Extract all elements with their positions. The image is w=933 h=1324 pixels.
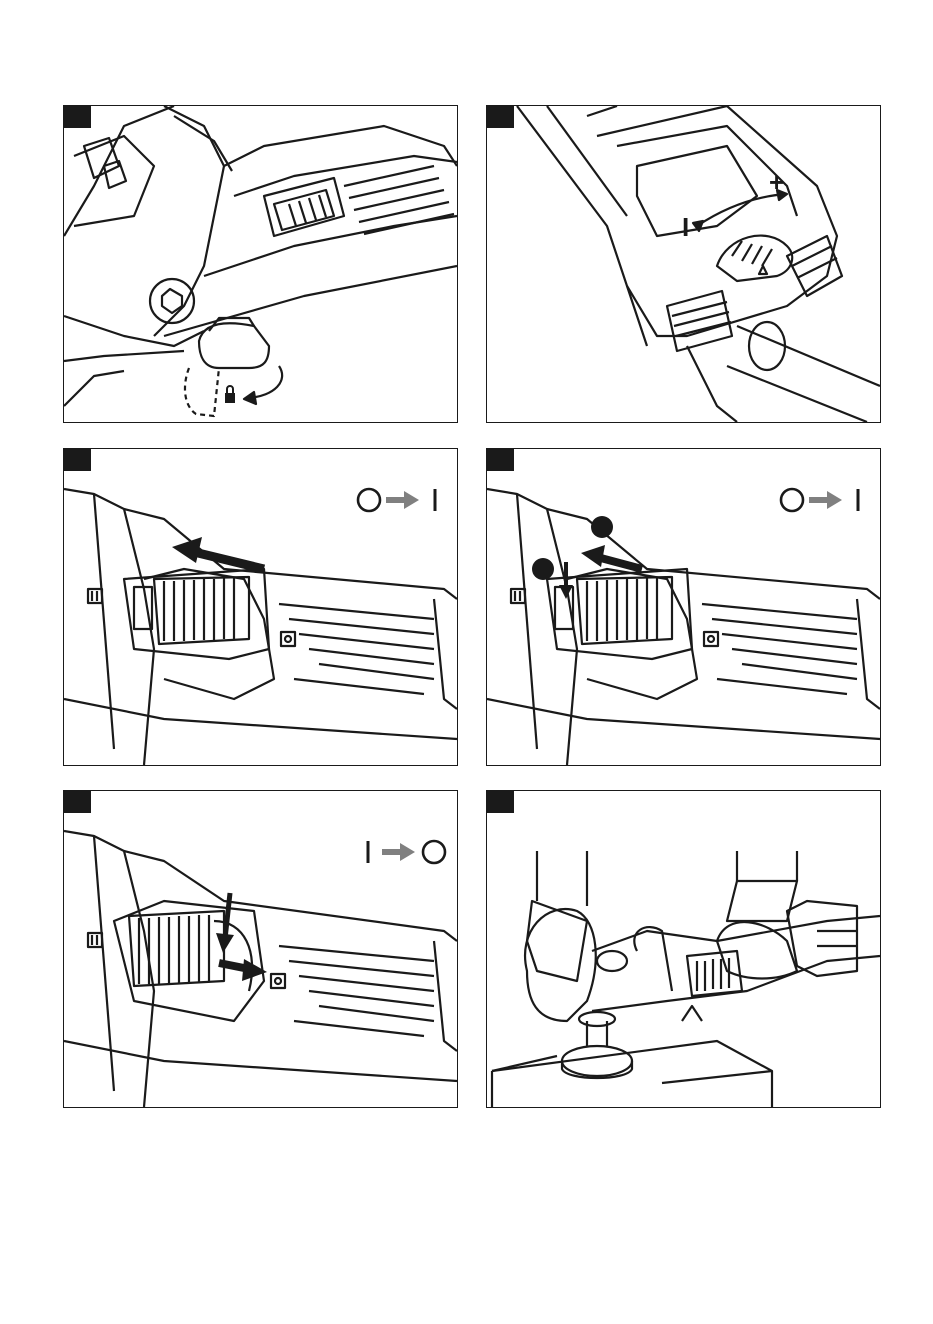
- speed-dial-illustration: I +: [487, 106, 880, 422]
- spindle-lock-illustration: [64, 106, 457, 422]
- panel-number-tab: [487, 449, 514, 471]
- off-symbol-icon: [781, 489, 803, 511]
- panel-switch-on: [63, 448, 458, 766]
- switch-off-illustration: [64, 791, 457, 1107]
- panel-switch-off: [63, 790, 458, 1108]
- panel-number-tab: [64, 449, 91, 471]
- step-marker: [591, 516, 613, 538]
- off-symbol-icon: [423, 841, 445, 863]
- step-marker: [532, 558, 554, 580]
- panel-number-tab: [64, 106, 91, 128]
- panel-number-tab: [487, 106, 514, 128]
- dial-min-label: I: [682, 212, 689, 242]
- polishing-illustration: [487, 791, 880, 1107]
- panel-number-tab: [64, 791, 91, 813]
- panel-polishing: [486, 790, 881, 1108]
- panel-speed-dial: I +: [486, 105, 881, 423]
- panel-number-tab: [487, 791, 514, 813]
- switch-lock-illustration: [487, 449, 880, 765]
- switch-on-illustration: [64, 449, 457, 765]
- dial-max-label: +: [769, 167, 784, 197]
- panel-switch-on-lock: [486, 448, 881, 766]
- off-symbol-icon: [358, 489, 380, 511]
- panel-spindle-lock: [63, 105, 458, 423]
